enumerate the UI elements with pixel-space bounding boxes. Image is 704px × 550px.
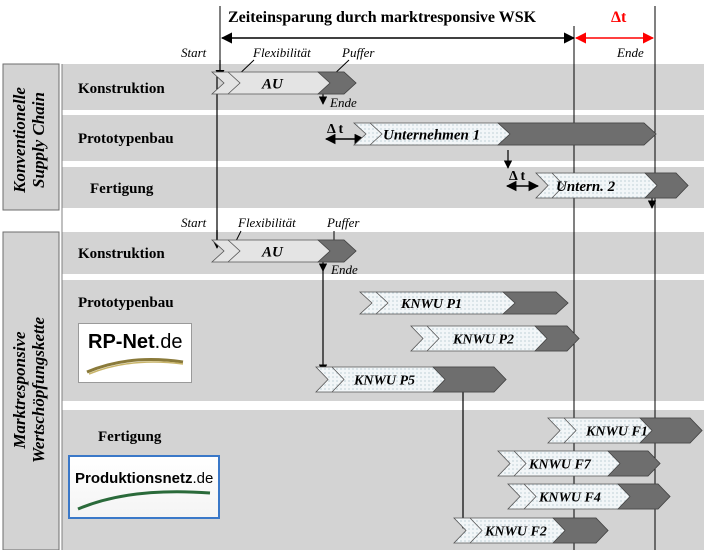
- chevron-resp-knwu-f2-label: KNWU F2: [484, 524, 547, 539]
- header-delta: Δt: [611, 9, 627, 26]
- conv-puffer-label: Puffer: [341, 45, 375, 60]
- chevron-conv-unternehmen-1-label: Unternehmen 1: [383, 127, 480, 143]
- chevron-resp-knwu-f7: KNWU F7: [497, 450, 661, 477]
- responsive-section-label-2: Wertschöpfungskette: [29, 317, 48, 464]
- header-ende: Ende: [616, 45, 644, 60]
- row-label-fertigung-2: Fertigung: [98, 429, 162, 445]
- resp-puffer-label: Puffer: [326, 215, 360, 230]
- chevron-conv-untern-2: Untern. 2: [535, 172, 689, 199]
- chevron-resp-knwu-p2-label: KNWU P2: [452, 332, 514, 347]
- chevron-resp-knwu-f1: KNWU F1: [547, 417, 703, 444]
- chevron-resp-knwu-p5-label: KNWU P5: [353, 373, 415, 388]
- header-title: Zeiteinsparung durch marktresponsive WSK: [228, 9, 537, 26]
- chevron-resp-knwu-p2: KNWU P2: [410, 325, 580, 352]
- conv-flex-label: Flexibilität: [252, 45, 311, 60]
- conventional-section-label-1: Konventionelle: [10, 87, 29, 194]
- resp-ende-label: Ende: [330, 262, 358, 277]
- produktionsnetz-swoosh-icon: [77, 490, 211, 511]
- chevron-conv-untern-2-label: Untern. 2: [556, 179, 616, 195]
- chevron-conv-au-label: AU: [261, 76, 284, 92]
- chevron-resp-knwu-f2: KNWU F2: [453, 517, 609, 544]
- chevron-resp-knwu-f4-label: KNWU F4: [538, 490, 601, 505]
- chevron-layer: AU Unternehmen 1 Untern. 2 AU KNWU P1 KNWU P2…: [210, 71, 703, 544]
- rp-net-logo: RP-Net.de: [78, 323, 192, 383]
- row-label-fertigung-1: Fertigung: [90, 181, 154, 197]
- produktionsnetz-logo: Produktionsnetz.de: [68, 455, 220, 519]
- chevron-conv-unternehmen-1: Unternehmen 1: [352, 122, 657, 146]
- row-label-prototypenbau-1: Prototypenbau: [78, 131, 174, 147]
- resp-flex-label: Flexibilität: [237, 215, 296, 230]
- row-label-konstruktion-1: Konstruktion: [78, 81, 165, 97]
- conv-ende-label: Ende: [329, 95, 357, 110]
- chevron-resp-au-label: AU: [261, 244, 284, 260]
- chevron-resp-au: AU: [210, 239, 357, 263]
- produktionsnetz-logo-bold: Produktionsnetz: [75, 470, 193, 487]
- row-label-prototypenbau-2: Prototypenbau: [78, 295, 174, 311]
- resp-start-label: Start: [181, 215, 207, 230]
- responsive-section-label-1: Marktresponsive: [10, 331, 29, 450]
- produktionsnetz-logo-suffix: .de: [192, 470, 214, 487]
- rp-net-swoosh-icon: [86, 358, 184, 375]
- conv-delta-2: Δ t: [509, 169, 526, 184]
- chevron-resp-knwu-p1: KNWU P1: [358, 291, 569, 315]
- chevron-resp-knwu-p1-label: KNWU P1: [400, 297, 462, 312]
- chevron-resp-knwu-p5: KNWU P5: [315, 366, 507, 393]
- chevron-resp-knwu-f4: KNWU F4: [507, 483, 671, 510]
- chevron-resp-knwu-f1-label: KNWU F1: [585, 424, 648, 439]
- chevron-resp-knwu-f7-label: KNWU F7: [528, 457, 592, 472]
- conv-delta-1: Δ t: [327, 122, 344, 137]
- row-label-konstruktion-2: Konstruktion: [78, 246, 165, 262]
- rp-net-logo-bold: RP-Net: [88, 331, 155, 353]
- conventional-section-label-2: Supply Chain: [29, 92, 48, 188]
- rp-net-logo-suffix: .de: [154, 331, 183, 353]
- conv-start-label: Start: [181, 45, 207, 60]
- chevron-conv-au: AU: [210, 71, 357, 95]
